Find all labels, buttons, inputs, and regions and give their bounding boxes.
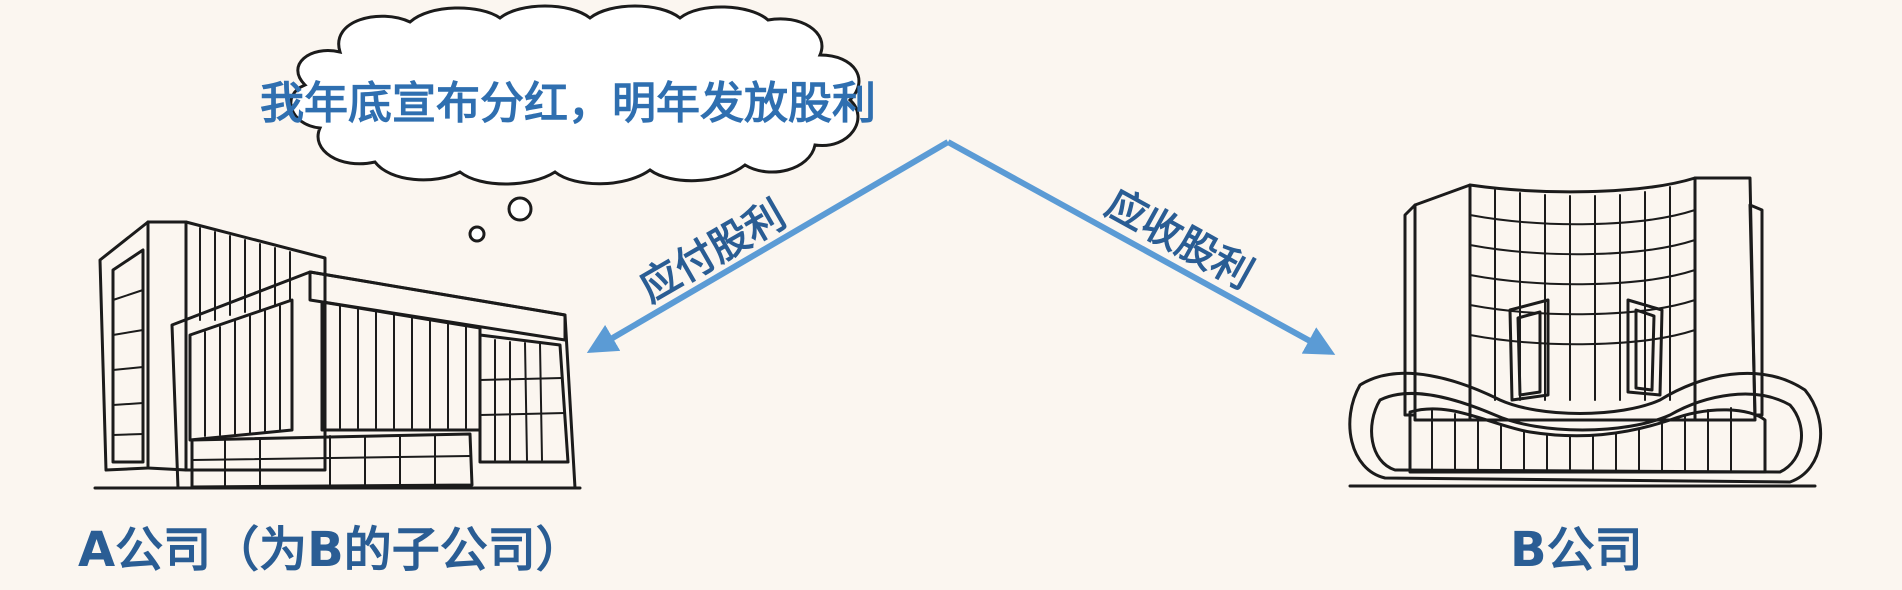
arrow-label-payable: 应付股利 [632,192,794,312]
thought-text: 我年底宣布分红，明年发放股利 [260,78,876,129]
building-a-left-wing [98,220,150,472]
building-b-illustration [1348,176,1823,488]
caption-b-company: B公司 [1510,522,1643,578]
thought-bubble-small [468,225,486,243]
arrow-to-b [946,139,1336,355]
building-a-back-block [184,220,327,472]
building-b-podium [1348,371,1823,484]
building-a-front-block [170,270,577,490]
building-b-glass-facade [1468,176,1697,422]
building-b-right-panel [1693,176,1757,422]
thought-cloud: 我年底宣布分红，明年发放股利 [260,4,876,243]
cloud-shape [289,4,861,186]
building-a-illustration [93,220,582,490]
arrow-to-a [586,139,950,354]
thought-bubble-large [507,196,533,222]
caption-a-company: A公司（为B的子公司） [78,522,584,578]
